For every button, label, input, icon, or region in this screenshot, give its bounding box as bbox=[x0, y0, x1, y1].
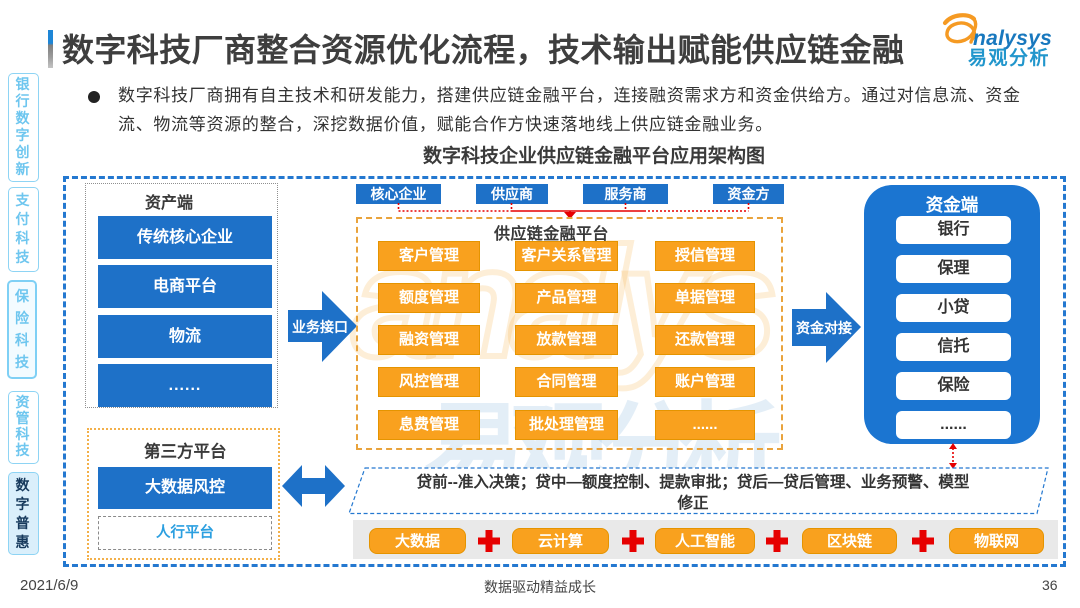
svg-text:资金对接: 资金对接 bbox=[796, 320, 852, 336]
svg-text:业务接口: 业务接口 bbox=[292, 319, 348, 335]
svg-text:易观分析: 易观分析 bbox=[968, 46, 1050, 69]
svg-text:nalysys: nalysys bbox=[973, 27, 1052, 50]
